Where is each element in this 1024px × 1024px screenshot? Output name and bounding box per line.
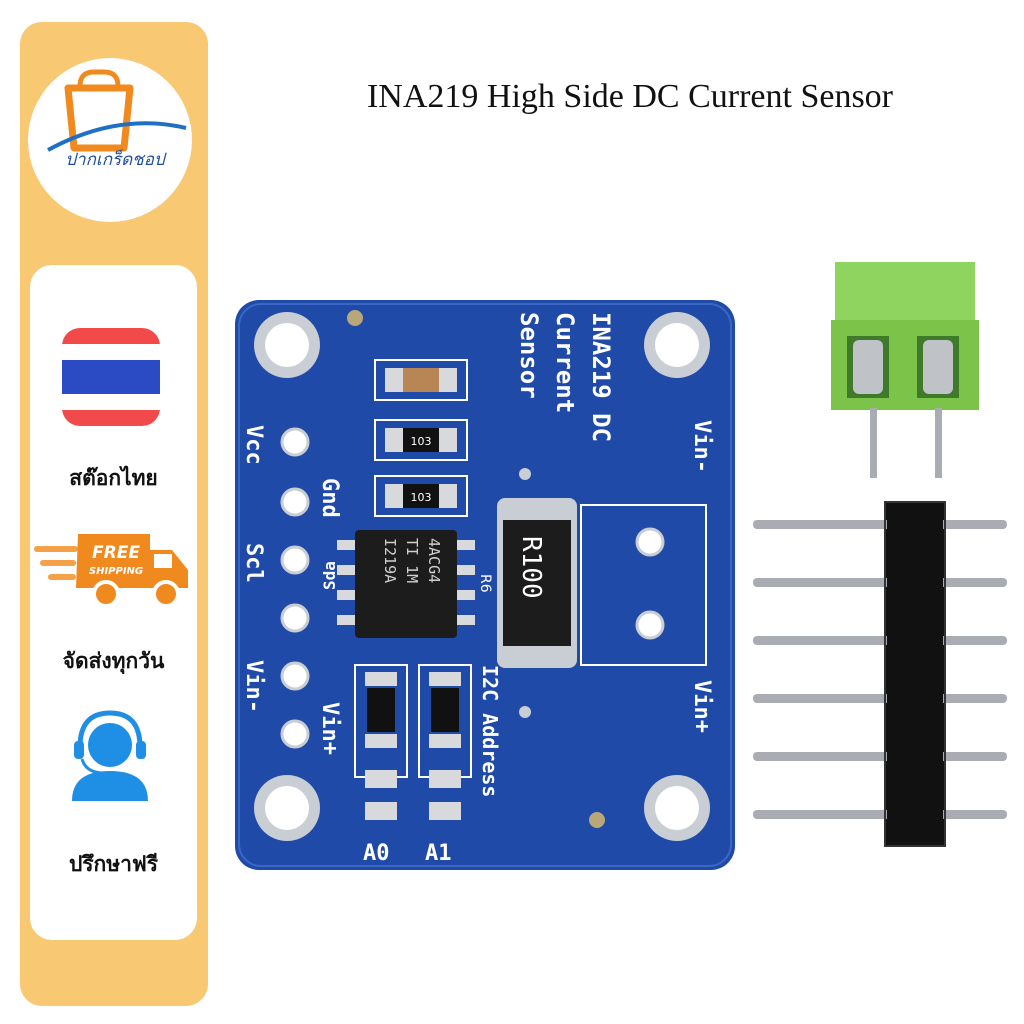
delivery-truck-icon: FREE SHIPPING xyxy=(34,534,188,608)
pin-label-vin-minus: Vin- xyxy=(241,660,266,713)
thai-flag-icon xyxy=(62,328,160,426)
shop-name: ปากเกร็ดชอป xyxy=(65,150,165,170)
board-title-line-1: INA219 DC xyxy=(587,312,615,442)
shunt-marking: R100 xyxy=(516,536,546,599)
pin-label-scl: Scl xyxy=(241,543,266,583)
chip-marking-3: 4ACG4 xyxy=(425,538,443,583)
shopping-bag-icon xyxy=(47,69,187,152)
product-title: INA219 High Side DC Current Sensor xyxy=(366,78,894,115)
left-pin-pads xyxy=(280,427,310,749)
smd-resistors: 103 103 xyxy=(374,359,468,517)
ina219-board: Vcc Scl Vin- Gnd Sda Vin+ INA219 DC Curr… xyxy=(235,300,735,870)
badge-label-delivery: จัดส่งทุกวัน xyxy=(62,649,165,673)
shunt-ref-label: R6 xyxy=(477,574,493,593)
board-title-line-2: Current xyxy=(551,312,579,413)
pin-label-vcc: Vcc xyxy=(241,425,266,465)
ina219-chip: I219A TI 1M 4ACG4 xyxy=(337,530,475,638)
pin-label-sda: Sda xyxy=(320,561,339,590)
badge-label-consult: ปรึกษาฟรี xyxy=(68,852,159,876)
pin-label-vin-plus: Vin+ xyxy=(317,702,342,755)
address-pin-a1: A1 xyxy=(425,841,452,866)
address-label: I2C Address xyxy=(478,665,502,797)
terminal-label-vin-minus: Vin- xyxy=(689,420,714,473)
chip-marking-2: TI 1M xyxy=(403,538,421,583)
badge-label-stock: สต๊อกไทย xyxy=(69,466,158,490)
pin-header xyxy=(753,501,1007,847)
board-title-line-3: Sensor xyxy=(515,312,543,399)
truck-free-text: FREE xyxy=(92,543,140,563)
headset-support-icon xyxy=(72,710,148,801)
chip-marking-1: I219A xyxy=(381,538,399,583)
shunt-resistor: R100 R6 xyxy=(477,498,577,668)
product-photo: Vcc Scl Vin- Gnd Sda Vin+ INA219 DC Curr… xyxy=(235,262,1007,870)
pin-label-gnd: Gnd xyxy=(317,478,342,518)
resistor-code: 103 xyxy=(411,435,432,448)
screw-terminal xyxy=(831,262,979,478)
address-pin-a0: A0 xyxy=(363,841,390,866)
terminal-label-vin-plus: Vin+ xyxy=(689,680,714,733)
resistor-code-2: 103 xyxy=(411,491,432,504)
truck-shipping-text: SHIPPING xyxy=(89,566,143,577)
address-jumpers xyxy=(354,664,472,820)
mounting-holes xyxy=(254,312,710,841)
